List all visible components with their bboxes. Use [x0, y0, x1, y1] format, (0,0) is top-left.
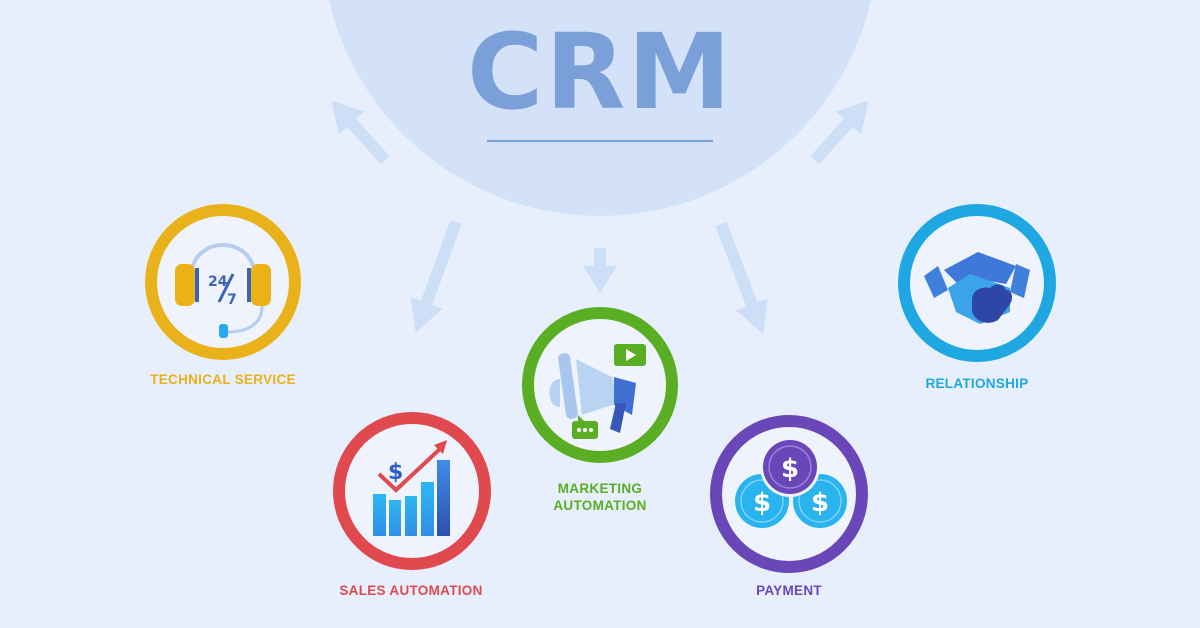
- arrow-relationship: [810, 100, 869, 165]
- crm-title: CRM: [467, 11, 733, 133]
- svg-text:24: 24: [208, 274, 228, 290]
- label-payment: PAYMENT: [756, 583, 822, 598]
- arrow-payment: [715, 221, 768, 335]
- svg-text:$: $: [781, 454, 799, 484]
- label-sales-automation: SALES AUTOMATION: [339, 583, 483, 598]
- handshake-icon: [924, 252, 1030, 324]
- sales-growth-chart-icon: $: [373, 440, 450, 536]
- label-line-1: MARKETING: [557, 481, 643, 496]
- megaphone-icon: [549, 344, 646, 439]
- arrow-technical-service: [331, 100, 390, 165]
- arrow-sales-automation: [410, 219, 462, 333]
- svg-text:$: $: [388, 460, 403, 485]
- label-relationship: RELATIONSHIP: [925, 376, 1029, 391]
- label-marketing-automation: MARKETING AUTOMATION: [500, 480, 700, 514]
- title-underline: [487, 140, 713, 142]
- label-technical-service: TECHNICAL SERVICE: [150, 372, 296, 387]
- svg-text:$: $: [753, 488, 771, 518]
- headset-24-7-icon: 24 7: [175, 243, 271, 338]
- svg-text:$: $: [811, 488, 829, 518]
- svg-text:7: 7: [227, 292, 237, 308]
- label-line-2: AUTOMATION: [553, 498, 647, 513]
- coins-dollar-icon: $ $ $: [735, 437, 847, 528]
- arrow-marketing-automation: [583, 248, 617, 293]
